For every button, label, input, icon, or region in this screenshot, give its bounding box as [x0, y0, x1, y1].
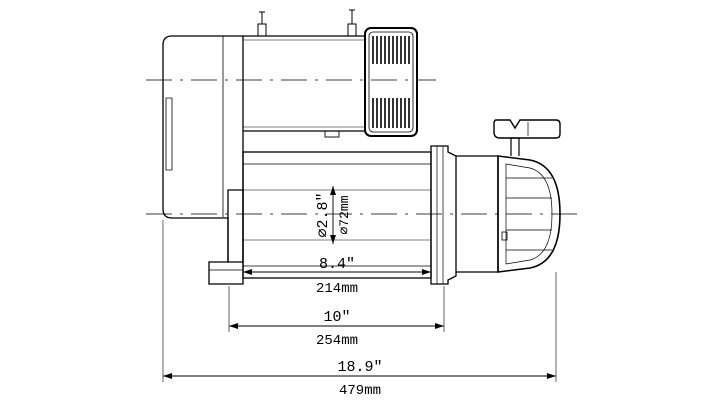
clutch-handle	[493, 119, 561, 156]
motor-end-cap	[162, 35, 244, 263]
drum-diameter-in-label: ⌀2.8"	[315, 192, 332, 237]
drum-length-in-label: 8.4"	[319, 256, 355, 273]
mount-spacing-mm-label: 254mm	[316, 333, 358, 349]
motor-body	[243, 9, 365, 138]
drum-diameter-mm-label: ⌀72mm	[337, 195, 352, 234]
overall-length-in-label: 18.9"	[337, 359, 382, 376]
center-lines	[146, 79, 580, 215]
drum-length-mm-label: 214mm	[316, 281, 358, 297]
fin-cap-ribs	[372, 36, 410, 128]
right-flange	[430, 145, 499, 285]
motor-fin-cap	[364, 27, 418, 137]
overall-length-mm-label: 479mm	[339, 383, 381, 399]
dimension-lines	[162, 186, 557, 382]
dimension-arrows	[163, 186, 556, 379]
left-mount-foot	[208, 189, 244, 285]
mount-spacing-in-label: 10"	[323, 309, 350, 326]
